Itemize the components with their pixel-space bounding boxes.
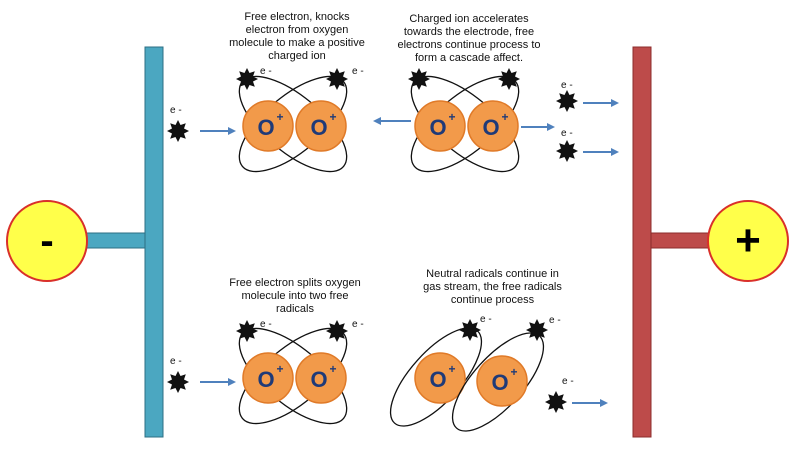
negative-terminal: - <box>6 200 88 282</box>
electron-icon <box>236 320 258 342</box>
oxygen-atom <box>242 100 294 152</box>
electron-icon <box>556 140 578 162</box>
electron-icon <box>408 68 430 90</box>
positive-electrode-plate <box>632 46 652 438</box>
oxygen-symbol: O <box>257 115 274 140</box>
ion-charge: + <box>276 362 283 376</box>
oxygen-symbol: O <box>491 370 508 395</box>
negative-electrode-connector <box>83 232 147 249</box>
electron-icon <box>236 68 258 90</box>
oxygen-atom <box>295 352 347 404</box>
negative-terminal-symbol: - <box>40 219 53 263</box>
positive-terminal-symbol: + <box>735 216 761 265</box>
electron-label: e - <box>260 319 272 330</box>
oxygen-symbol: O <box>429 367 446 392</box>
electron-icon <box>526 319 548 341</box>
oxygen-atom <box>467 100 519 152</box>
electron-icon <box>556 90 578 112</box>
electron-label: e - <box>352 319 364 330</box>
electron-icon <box>326 68 348 90</box>
electron-label: e - <box>170 105 182 116</box>
oxygen-molecule-charged: O + O + <box>408 68 520 173</box>
oxygen-molecule-ionization: O + O + e - e - <box>236 66 364 173</box>
positive-electrode-connector <box>649 232 711 249</box>
electron-icon <box>167 371 189 393</box>
ion-charge: + <box>276 110 283 124</box>
electron-label: e - <box>549 315 561 326</box>
electron-icon <box>545 391 567 413</box>
caption-acceleration: Charged ion accelerates towards the elec… <box>397 13 541 64</box>
negative-electrode <box>83 46 164 438</box>
oxygen-symbol: O <box>310 115 327 140</box>
oxygen-symbol: O <box>482 115 499 140</box>
ion-charge: + <box>510 365 517 379</box>
positive-terminal: + <box>707 200 789 282</box>
negative-terminal-circle <box>6 200 88 282</box>
oxygen-molecule-splitting: O + O + e - e - <box>236 319 364 425</box>
positive-electrode <box>632 46 711 438</box>
oxygen-symbol: O <box>310 367 327 392</box>
oxygen-atom <box>414 352 466 404</box>
electron-icon <box>167 120 189 142</box>
oxygen-symbol: O <box>257 367 274 392</box>
electron-label: e - <box>170 356 182 367</box>
electron-label: e - <box>480 314 492 325</box>
caption-splitting: Free electron splits oxygen molecule int… <box>229 277 361 315</box>
electron-icon <box>498 68 520 90</box>
free-radicals: O + e - O + e - <box>389 314 561 432</box>
oxygen-atom <box>242 352 294 404</box>
electron-label: e - <box>561 80 573 91</box>
ion-charge: + <box>329 362 336 376</box>
oxygen-symbol: O <box>429 115 446 140</box>
caption-ionization: Free electron, knocks electron from oxyg… <box>229 11 365 62</box>
caption-radicals: Neutral radicals continue in gas stream,… <box>423 268 562 306</box>
oxygen-atom <box>476 355 528 407</box>
electron-icon <box>459 319 481 341</box>
electron-label: e - <box>562 376 574 387</box>
oxygen-atom <box>295 100 347 152</box>
ion-charge: + <box>448 110 455 124</box>
electron-label: e - <box>260 66 272 77</box>
electron-label: e - <box>352 66 364 77</box>
oxygen-atom <box>414 100 466 152</box>
ion-charge: + <box>501 110 508 124</box>
ion-charge: + <box>448 362 455 376</box>
electron-label: e - <box>561 128 573 139</box>
ion-charge: + <box>329 110 336 124</box>
positive-terminal-circle <box>707 200 789 282</box>
electron-icon <box>326 320 348 342</box>
negative-electrode-plate <box>144 46 164 438</box>
